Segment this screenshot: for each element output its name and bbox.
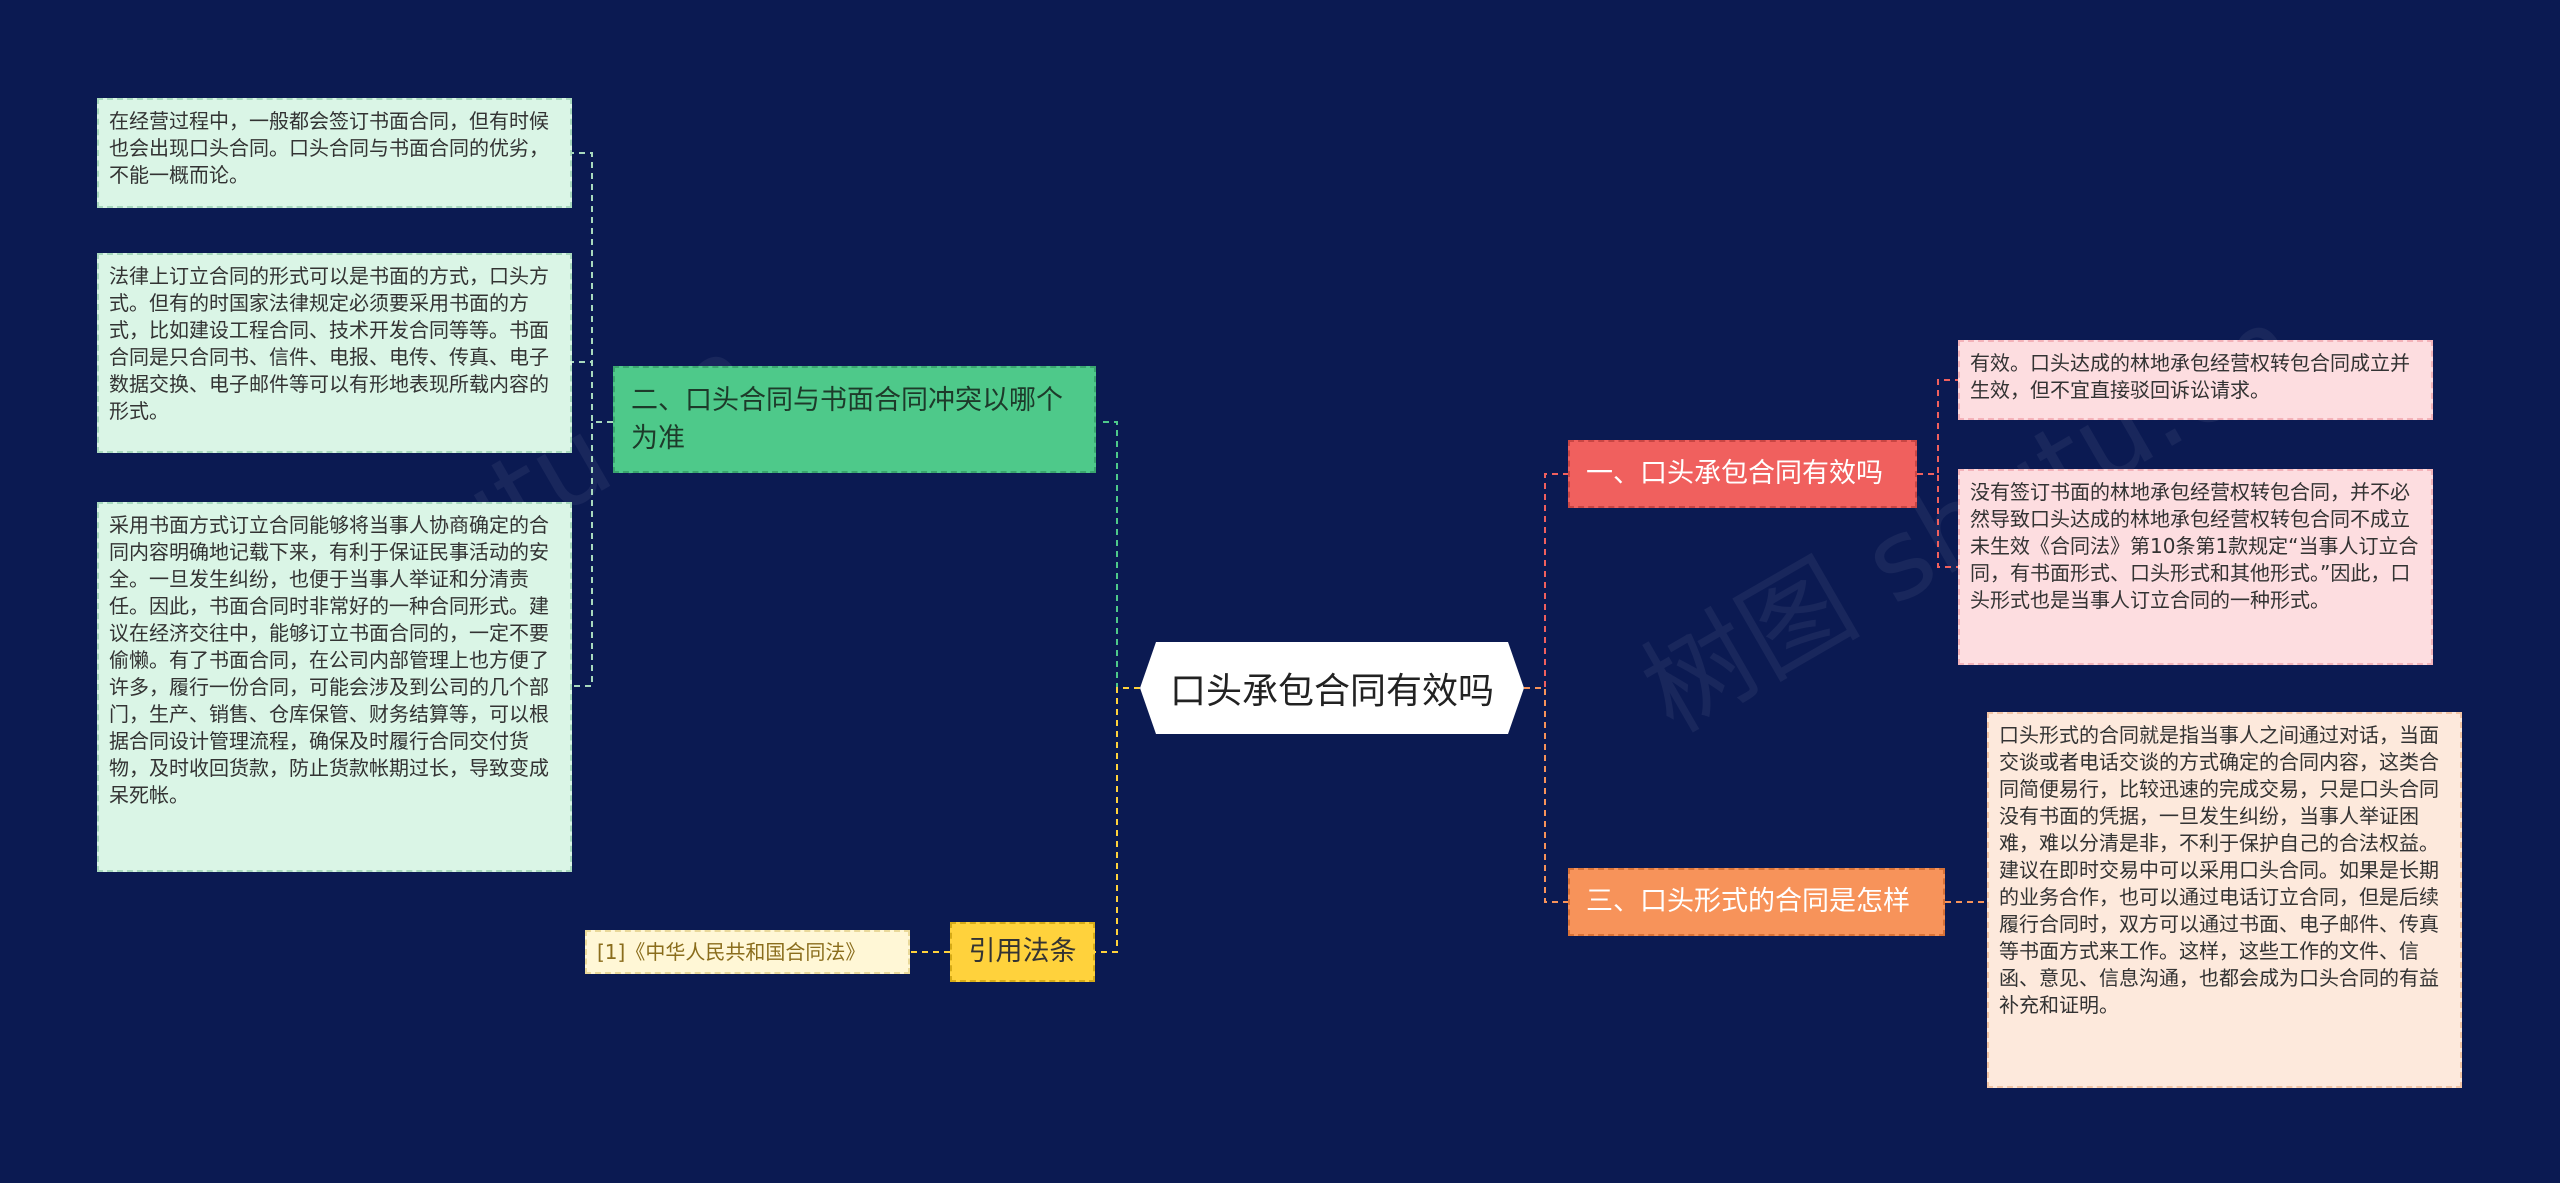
connector-root-b2 — [1100, 421, 1140, 689]
leaf-text[interactable]: 在经营过程中，一般都会签订书面合同，但有时候也会出现口头合同。口头合同与书面合同… — [97, 98, 572, 208]
leaf-text-content: 采用书面方式订立合同能够将当事人协商确定的合同内容明确地记载下来，有利于保证民事… — [109, 513, 549, 807]
connector-b2-leaf3 — [572, 421, 613, 687]
root-node[interactable]: 口头承包合同有效吗 — [1140, 642, 1524, 734]
connector-root-b1 — [1524, 473, 1568, 689]
connector-b1-leaf2 — [1917, 473, 1958, 568]
leaf-text-content: 有效。口头达成的林地承包经营权转包合同成立并生效，但不宜直接驳回诉讼请求。 — [1970, 351, 2410, 402]
leaf-text[interactable]: 采用书面方式订立合同能够将当事人协商确定的合同内容明确地记载下来，有利于保证民事… — [97, 502, 572, 872]
leaf-text[interactable]: 口头形式的合同就是指当事人之间通过对话，当面交谈或者电话交谈的方式确定的合同内容… — [1987, 712, 2462, 1088]
leaf-citation[interactable]: [1]《中华人民共和国合同法》 — [585, 930, 910, 974]
branch-label: 三、口头形式的合同是怎样 — [1586, 886, 1910, 917]
leaf-text[interactable]: 没有签订书面的林地承包经营权转包合同，并不必然导致口头达成的林地承包经营权转包合… — [1958, 469, 2433, 665]
leaf-text-content: 法律上订立合同的形式可以是书面的方式，口头方式。但有的时国家法律规定必须要采用书… — [109, 264, 549, 423]
connector-b2-leaf2 — [572, 361, 613, 423]
leaf-text[interactable]: 法律上订立合同的形式可以是书面的方式，口头方式。但有的时国家法律规定必须要采用书… — [97, 253, 572, 453]
branch-node-written-vs-oral[interactable]: 二、口头合同与书面合同冲突以哪个为准 — [613, 366, 1096, 473]
leaf-text[interactable]: 有效。口头达成的林地承包经营权转包合同成立并生效，但不宜直接驳回诉讼请求。 — [1958, 340, 2433, 420]
connector-b1-leaf1 — [1917, 379, 1958, 475]
connector-b2-leaf1 — [572, 152, 613, 423]
branch-node-cited-law[interactable]: 引用法条 — [950, 922, 1095, 982]
connector-root-cite — [1095, 687, 1140, 953]
branch-node-is-oral-contract-valid[interactable]: 一、口头承包合同有效吗 — [1568, 440, 1917, 508]
branch-label: 一、口头承包合同有效吗 — [1586, 458, 1883, 489]
root-label: 口头承包合同有效吗 — [1169, 671, 1494, 712]
leaf-text-content: 没有签订书面的林地承包经营权转包合同，并不必然导致口头达成的林地承包经营权转包合… — [1970, 480, 2419, 612]
connector-root-b3 — [1524, 687, 1568, 903]
branch-label: 引用法条 — [968, 936, 1077, 967]
leaf-text-content: 在经营过程中，一般都会签订书面合同，但有时候也会出现口头合同。口头合同与书面合同… — [109, 109, 549, 187]
branch-node-oral-contract-form[interactable]: 三、口头形式的合同是怎样 — [1568, 868, 1945, 936]
citation-text: [1]《中华人民共和国合同法》 — [597, 939, 866, 964]
branch-label: 二、口头合同与书面合同冲突以哪个为准 — [631, 384, 1063, 454]
leaf-text-content: 口头形式的合同就是指当事人之间通过对话，当面交谈或者电话交谈的方式确定的合同内容… — [1999, 723, 2439, 1017]
